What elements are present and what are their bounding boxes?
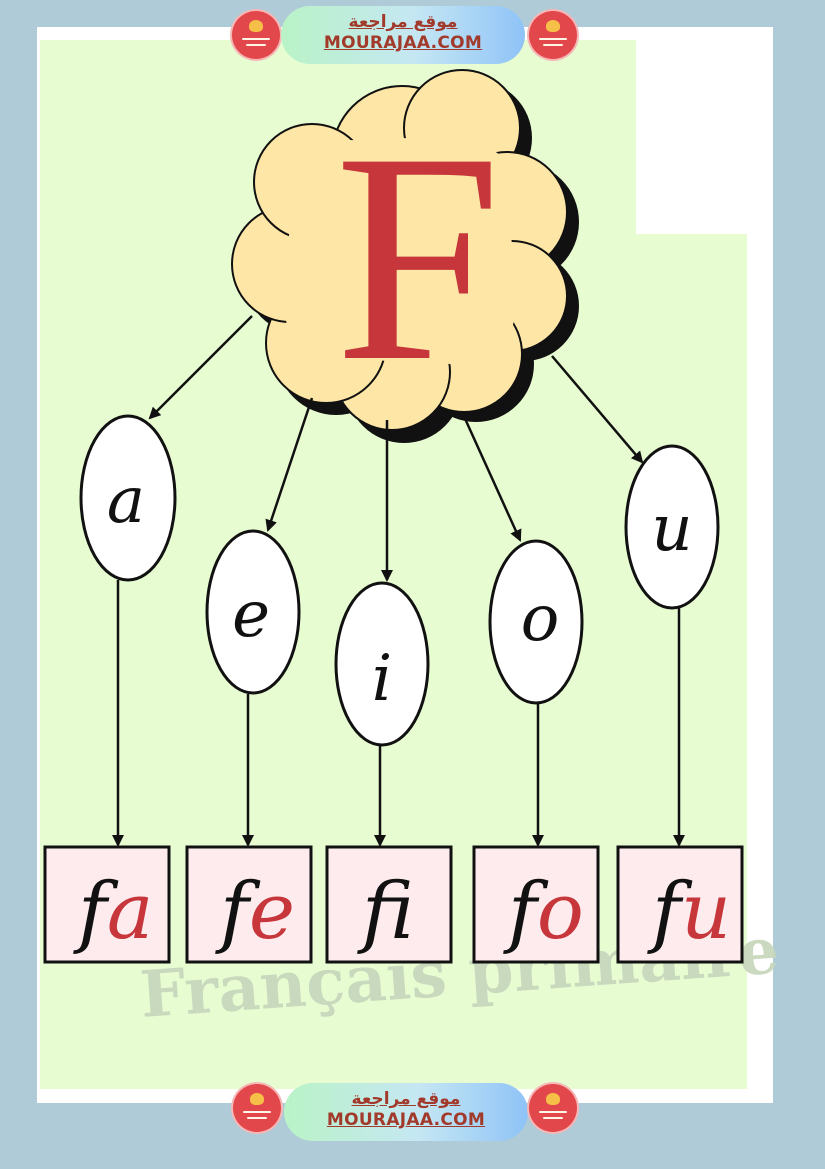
syllable-fa: fa [73, 867, 153, 957]
logo-line [539, 38, 567, 40]
syllable-fo-vowel: o [537, 867, 584, 957]
logo-line [246, 44, 266, 46]
vowel-a: a [107, 464, 145, 538]
syllable-fu-vowel: u [681, 867, 731, 957]
logo-line [543, 1117, 563, 1119]
syllable-fe-vowel: e [249, 867, 295, 957]
mourajaa-logo-icon[interactable] [232, 11, 280, 59]
logo-line [247, 1117, 267, 1119]
logo-mark [250, 1093, 264, 1105]
logo-mark [546, 1093, 560, 1105]
header-arabic-title: موقع مراجعة [348, 12, 458, 32]
vowel-arrows [112, 580, 685, 847]
footer-site-badge[interactable]: موقع مراجعة MOURAJAA.COM [284, 1083, 528, 1141]
syllable-fi-consonant: f [357, 867, 414, 957]
mourajaa-logo-icon[interactable] [529, 11, 577, 59]
logo-line [243, 1111, 271, 1113]
syllable-boxes [43, 845, 744, 964]
logo-mark [546, 20, 560, 32]
logo-mark [249, 20, 263, 32]
syllable-fu: fu [647, 867, 731, 957]
vowel-i: i [372, 642, 392, 716]
syllable-fa-vowel: a [107, 867, 154, 957]
mourajaa-logo-icon[interactable] [233, 1084, 281, 1132]
consonant-letter: F [335, 91, 502, 423]
vowel-bubbles [79, 414, 720, 747]
logo-line [543, 44, 563, 46]
footer-site-link[interactable]: MOURAJAA.COM [326, 1110, 486, 1130]
vowel-e: e [232, 578, 270, 652]
header-site-badge[interactable]: موقع مراجعة MOURAJAA.COM [281, 6, 525, 64]
header-site-link[interactable]: MOURAJAA.COM [323, 33, 483, 53]
syllable-fi: fi [357, 867, 414, 957]
logo-line [539, 1111, 567, 1113]
vowel-o: o [521, 582, 560, 656]
syllable-fo: fo [503, 867, 584, 957]
vowel-u: u [651, 492, 692, 566]
mourajaa-logo-icon[interactable] [529, 1084, 577, 1132]
logo-line [242, 38, 270, 40]
syllable-fe: fe [215, 867, 295, 957]
white-corner-block [636, 27, 773, 234]
cloud-arrows [148, 315, 644, 582]
footer-arabic-title: موقع مراجعة [351, 1089, 461, 1109]
